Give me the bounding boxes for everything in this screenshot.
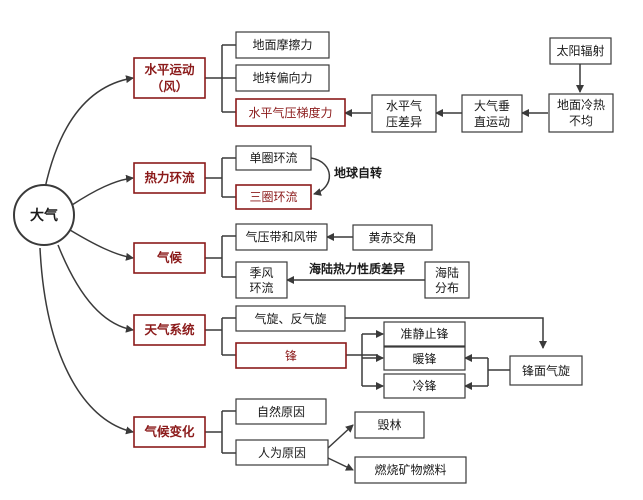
bracket-change [205, 410, 236, 454]
vertical-motion-label-2: 直运动 [474, 115, 510, 129]
coriolis-label: 地转偏向力 [252, 70, 312, 85]
edge-root-weather [57, 244, 134, 333]
node-surface-friction: 地面摩擦力 [235, 31, 330, 59]
node-fossil-fuel: 燃烧矿物燃料 [354, 456, 467, 484]
node-warm-front: 暖锋 [383, 346, 466, 371]
node-single-cell: 单圈环流 [235, 145, 312, 171]
pressure-diff-label-1: 水平气 [386, 98, 422, 113]
root-label: 大气 [30, 207, 58, 224]
branch-change-label: 气候变化 [143, 424, 195, 439]
pressure-diff-label-2: 压差异 [386, 115, 422, 129]
human-causes-label: 人为原因 [258, 446, 306, 460]
branch-thermal: 热力环流 [133, 162, 206, 194]
edge-fuel [327, 457, 354, 471]
node-cold-front: 冷锋 [383, 373, 466, 399]
branch-weather-label: 天气系统 [144, 322, 195, 337]
node-three-cell: 三圈环流 [235, 184, 312, 210]
solar-radiation-label: 太阳辐射 [556, 43, 604, 58]
node-ecliptic-angle: 黄赤交角 [352, 224, 433, 251]
branch-climate: 气候 [133, 242, 206, 274]
warm-front-label: 暖锋 [412, 352, 436, 366]
node-coriolis: 地转偏向力 [235, 64, 330, 92]
vertical-motion-label-1: 大气垂 [474, 98, 510, 113]
frontal-cyclone-label: 锋面气旋 [522, 363, 570, 378]
node-solar-radiation: 太阳辐射 [549, 37, 612, 65]
branch-thermal-label: 热力环流 [144, 170, 195, 185]
connectors [39, 44, 584, 471]
monsoon-label-1: 季风 [249, 266, 273, 280]
node-frontal-cyclone: 锋面气旋 [509, 355, 583, 386]
cyclone-anticyclone-label: 气旋、反气旋 [254, 311, 326, 326]
ecliptic-angle-label: 黄赤交角 [368, 230, 416, 245]
branch-horizontal-label-2: （风） [151, 79, 189, 94]
branch-climate-change: 气候变化 [133, 416, 206, 448]
frontal-bracket [487, 358, 510, 386]
monsoon-label-2: 环流 [249, 281, 273, 295]
node-vertical-motion: 大气垂 直运动 [461, 94, 523, 133]
three-cell-label: 三圈环流 [249, 190, 297, 204]
natural-causes-label: 自然原因 [257, 404, 305, 419]
stationary-front-label: 准静止锋 [400, 327, 448, 341]
surface-friction-label: 地面摩擦力 [252, 37, 312, 52]
branch-horizontal-label-1: 水平运动 [144, 62, 195, 77]
root-node: 大气 [13, 184, 75, 246]
land-sea-distribution-label-1: 海陆 [435, 265, 459, 280]
node-pressure-diff: 水平气 压差异 [371, 94, 437, 133]
node-natural-causes: 自然原因 [235, 398, 327, 425]
bracket-climate [205, 235, 236, 278]
node-deforestation: 毁林 [354, 411, 425, 439]
deforestation-label: 毁林 [377, 417, 401, 432]
branch-horizontal-motion: 水平运动 （风） [133, 57, 206, 99]
front-label: 锋 [285, 349, 297, 363]
node-monsoon: 季风 环流 [235, 261, 288, 299]
earth-rotation-label: 地球自转 [334, 165, 382, 180]
node-human-causes: 人为原因 [235, 439, 329, 466]
uneven-heating-label-1: 地面冷热 [557, 98, 605, 112]
edge-cyclone-to-frontal [345, 317, 547, 349]
node-land-sea-distribution: 海陆 分布 [424, 261, 470, 299]
node-pressure-wind-belts: 气压带和风带 [235, 223, 328, 251]
branch-weather: 天气系统 [133, 314, 206, 346]
bracket-forces [205, 44, 236, 113]
fossil-fuel-label: 燃烧矿物燃料 [374, 462, 446, 477]
node-cyclone-anticyclone: 气旋、反气旋 [235, 305, 346, 332]
bracket-thermal [205, 157, 236, 198]
pressure-gradient-label: 水平气压梯度力 [248, 105, 332, 120]
bracket-weather [205, 317, 236, 356]
node-pressure-gradient: 水平气压梯度力 [235, 98, 346, 127]
uneven-heating-label-2: 不均 [569, 114, 593, 128]
node-front: 锋 [235, 342, 347, 369]
edge-root-change [39, 247, 134, 435]
node-stationary-front: 准静止锋 [383, 321, 466, 347]
single-cell-label: 单圈环流 [249, 151, 297, 165]
edge-deforestation [327, 424, 354, 449]
cold-front-label: 冷锋 [412, 379, 436, 393]
edge-root-thermal [71, 174, 134, 206]
pressure-wind-belts-label: 气压带和风带 [245, 229, 317, 244]
edge-earth-rotation [310, 157, 331, 196]
edge-root-climate [69, 229, 134, 261]
branch-climate-label: 气候 [156, 250, 183, 265]
node-uneven-heating: 地面冷热 不均 [548, 93, 614, 133]
land-sea-heat-label: 海陆热力性质差异 [309, 261, 405, 276]
land-sea-distribution-label-2: 分布 [435, 281, 459, 295]
edge-root-horizontal [44, 75, 134, 189]
